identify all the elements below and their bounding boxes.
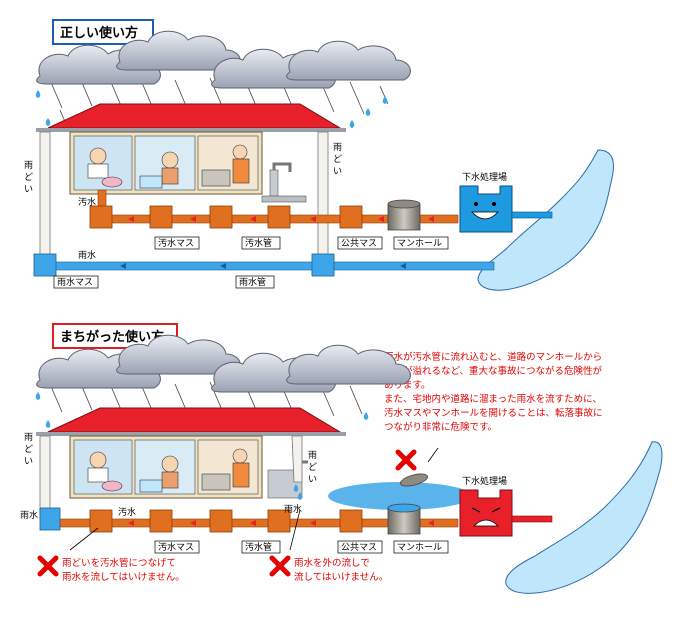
svg-text:い: い	[308, 475, 317, 485]
room-shower-top	[134, 135, 196, 191]
manhole-overflow	[387, 473, 428, 535]
correct-title: 正しい使い方	[60, 25, 138, 41]
sewage-basin-label-bottom: 汚水マス	[158, 541, 194, 553]
wrong-title: まちがった使い方	[60, 329, 164, 345]
treatment-plant-sad	[459, 489, 553, 537]
warning-1-line-1: 雨どいを汚水管につなげて	[62, 557, 176, 569]
sewage-label-bottom: 汚水	[118, 506, 136, 518]
x-mark-downspout	[37, 555, 59, 577]
plant-label-bottom: 下水処理場	[462, 475, 507, 487]
svg-text:ど: ど	[24, 444, 33, 455]
svg-text:雨: 雨	[24, 432, 33, 443]
sewage-label-top: 汚水	[78, 196, 96, 208]
x-mark-manhole	[395, 449, 417, 471]
rainwater-left-label: 雨水	[20, 509, 38, 521]
overflow-puddle	[328, 482, 472, 510]
rain-basins-top	[33, 253, 335, 277]
note-line-2: 汚水が溢れるなど、重大な事故につながる危険性が	[384, 365, 603, 377]
sewage-pipe-label-bottom: 汚水管	[245, 541, 272, 553]
plant-label-top: 下水処理場	[462, 171, 507, 183]
wrong-section: まちがった使い方 雨水が汚水管に流れ込むと、道路のマンホールから 汚水が溢れるな…	[20, 323, 663, 594]
sewage-pipe-label-top: 汚水管	[245, 237, 272, 249]
river-bottom	[505, 441, 663, 594]
sewage-basins-bottom	[89, 509, 363, 533]
manhole-label-bottom: マンホール	[397, 542, 442, 553]
correct-section: 正しい使い方	[24, 19, 614, 291]
warning-1-line-2: 雨水を流してはいけません。	[62, 571, 185, 583]
x-mark-sink	[269, 555, 291, 577]
correct-title-box: 正しい使い方	[52, 19, 154, 45]
downspout-right-label: 雨	[333, 142, 342, 153]
warning-2-line-1: 雨水を外の流しで	[294, 557, 370, 569]
public-basin-label-top: 公共マス	[341, 238, 377, 249]
note-line-1: 雨水が汚水管に流れ込むと、道路のマンホールから	[384, 351, 602, 363]
downspout-right-top	[317, 131, 329, 263]
manhole-label-top: マンホール	[397, 238, 442, 249]
note-line-4: また、宅地内や道路に溜まった雨水を流すために、	[384, 393, 602, 405]
downspout-left-label-a: 雨	[24, 160, 33, 171]
svg-text:い: い	[333, 167, 342, 177]
treatment-plant-happy	[459, 185, 553, 233]
downspout-left-label-c: い	[24, 185, 33, 195]
downspout-left-top	[39, 131, 51, 263]
svg-text:雨: 雨	[308, 450, 317, 461]
note-line-5: 汚水マスやマンホールを開けることは、転落事故に	[384, 407, 603, 419]
room-toilet-top	[73, 135, 133, 191]
downspout-left-bottom	[39, 435, 51, 519]
wrong-note: 雨水が汚水管に流れ込むと、道路のマンホールから 汚水が溢れるなど、重大な事故につ…	[384, 351, 603, 433]
sewage-basin-label-top: 汚水マス	[158, 237, 194, 249]
rain-basin-label-top: 雨水マス	[57, 276, 93, 288]
room-shower-bottom	[134, 439, 196, 495]
rain-pipe-top	[43, 261, 495, 271]
roof-top	[47, 103, 342, 129]
note-line-3: あります。	[384, 380, 431, 391]
note-line-6: つながり非常に危険です。	[384, 421, 497, 433]
public-basin-label-bottom: 公共マス	[341, 542, 377, 553]
rain-pipe-label-top: 雨水管	[239, 276, 266, 288]
outdoor-faucet-top	[261, 162, 307, 203]
svg-text:ど: ど	[333, 154, 342, 165]
downspout-right-bottom	[291, 435, 303, 483]
manhole-top	[387, 199, 421, 231]
sewage-basins-top	[89, 205, 363, 229]
downspout-left-label-b: ど	[24, 172, 33, 183]
svg-text:い: い	[24, 457, 33, 467]
svg-text:ど: ど	[308, 462, 317, 473]
roof-bottom	[47, 407, 342, 433]
rainwater-right-label: 雨水	[284, 503, 302, 515]
warning-2-line-2: 流してはいけません。	[294, 571, 388, 583]
room-kitchen-top	[197, 135, 259, 191]
rainwater-label-top: 雨水	[78, 249, 96, 261]
river-top	[477, 149, 614, 291]
room-toilet-bottom	[73, 439, 133, 495]
room-kitchen-bottom	[197, 439, 259, 495]
